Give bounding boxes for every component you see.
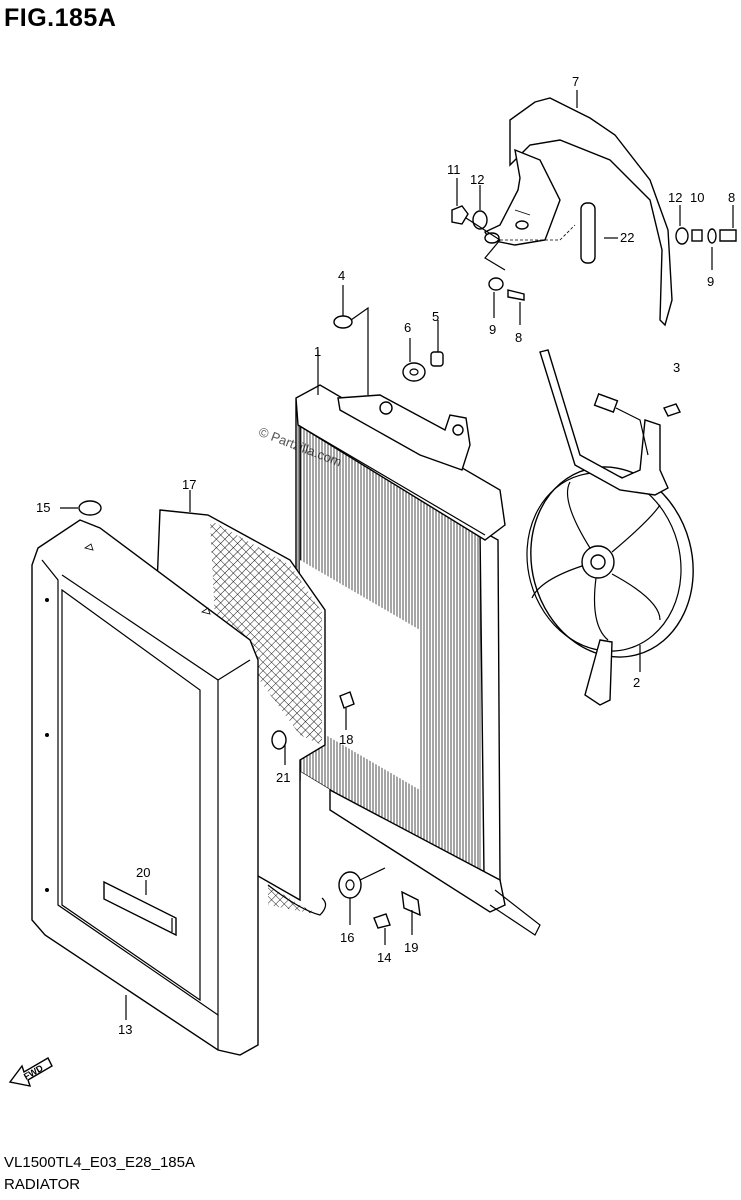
figure-title: FIG.185A	[4, 4, 117, 32]
diagram-code: VL1500TL4_E03_E28_185A	[4, 1154, 196, 1171]
callout-12b: 12	[668, 190, 682, 205]
callout-8a: 8	[728, 190, 735, 205]
callout-5: 5	[432, 309, 439, 324]
cooling-fan	[526, 349, 694, 706]
hose	[580, 202, 596, 264]
callout-9b: 9	[489, 322, 496, 337]
callout-21: 21	[276, 770, 290, 785]
diagram-name: RADIATOR	[4, 1176, 81, 1193]
callout-22: 22	[620, 230, 634, 245]
leader-lines	[60, 90, 734, 1020]
callout-4: 4	[338, 268, 345, 283]
callout-1: 1	[314, 344, 321, 359]
radiator-core	[295, 384, 541, 936]
callout-9a: 9	[707, 274, 714, 289]
radiator-cover	[31, 519, 259, 1056]
callout-19: 19	[404, 940, 418, 955]
side-cover	[483, 97, 673, 327]
callout-10: 10	[690, 190, 704, 205]
callout-12a: 12	[470, 172, 484, 187]
callout-16: 16	[340, 930, 354, 945]
callout-8b: 8	[515, 330, 522, 345]
callout-7: 7	[572, 74, 579, 89]
callout-2: 2	[633, 675, 640, 690]
callout-3: 3	[673, 360, 680, 375]
callout-6: 6	[404, 320, 411, 335]
callout-17: 17	[182, 477, 196, 492]
callout-18: 18	[339, 732, 353, 747]
callout-14: 14	[377, 950, 391, 965]
callout-20: 20	[136, 865, 150, 880]
callout-11: 11	[447, 162, 461, 177]
callout-15: 15	[36, 500, 50, 515]
forward-arrow-icon: FWD	[8, 1057, 53, 1087]
hardware	[78, 205, 737, 929]
callout-labels: 1 2 3 4 5 6 7 8 8 9 9 10 11 12 12 13 14 …	[36, 74, 735, 1037]
callout-13: 13	[118, 1022, 132, 1037]
